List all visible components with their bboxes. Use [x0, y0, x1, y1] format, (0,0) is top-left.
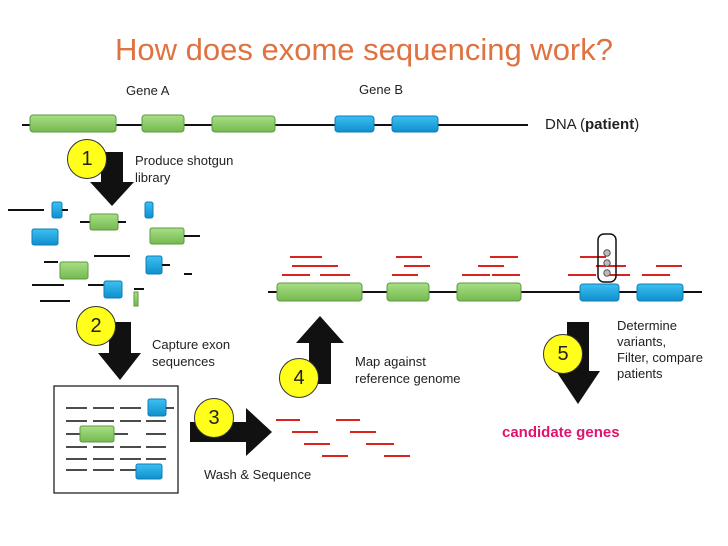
candidate-genes-label: candidate genes: [502, 424, 620, 441]
step-3-badge: 3: [194, 398, 234, 438]
mapped-reads: [282, 256, 682, 276]
gene-a-exon-3: [211, 115, 276, 133]
gene-a-exon-1: [29, 114, 117, 133]
gene-b-exon-1: [334, 115, 375, 133]
step-3-text: Wash & Sequence: [204, 467, 312, 482]
gene-b-label: Gene B: [359, 82, 404, 97]
gene-b-exon-2: [391, 115, 439, 133]
variant-marker: [597, 233, 617, 283]
shotgun-fragments: [8, 201, 200, 307]
gene-a-exon-2: [141, 114, 185, 133]
arrow-step-2: [98, 322, 141, 380]
step-2-badge: 2: [76, 306, 116, 346]
patient-dna-strand: [22, 114, 528, 133]
arrow-step-4: [296, 316, 344, 384]
sequenced-reads: [276, 419, 410, 457]
arrow-step-3: [190, 408, 272, 456]
step-1-badge: 1: [67, 139, 107, 179]
capture-box: [53, 385, 179, 494]
reference-genome-strand: [268, 282, 702, 302]
dna-patient-label: DNA (patient): [545, 116, 640, 133]
step-5-badge: 5: [543, 334, 583, 374]
diagram-title: How does exome sequencing work?: [115, 32, 613, 67]
gene-a-label: Gene A: [126, 83, 170, 98]
step-4-badge: 4: [279, 358, 319, 398]
